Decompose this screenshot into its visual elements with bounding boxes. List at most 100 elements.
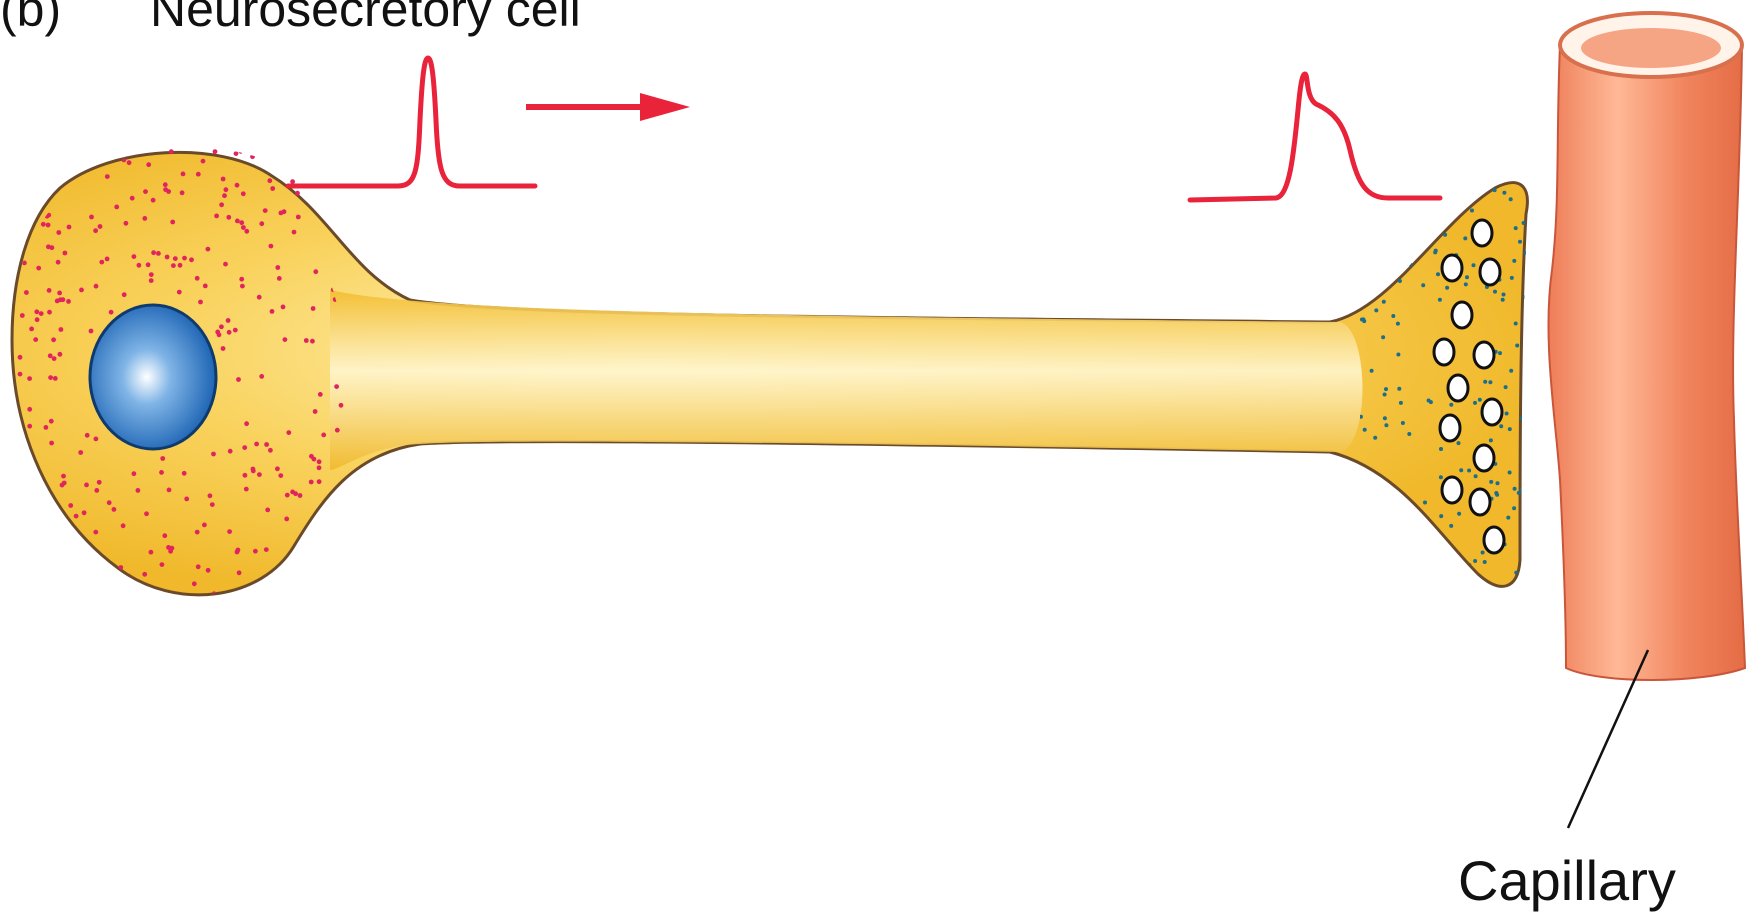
terminal-granule — [1379, 184, 1383, 188]
cytoplasm-granule — [340, 600, 345, 605]
cytoplasm-granule — [263, 208, 268, 213]
capillary-lumen — [1581, 28, 1721, 68]
cytoplasm-granule — [18, 372, 23, 377]
terminal-granule — [1473, 559, 1477, 563]
terminal-granule — [1436, 272, 1440, 276]
cytoplasm-granule — [277, 276, 282, 281]
terminal-granule — [1502, 293, 1506, 297]
terminal-granule — [1384, 423, 1388, 427]
secretory-vesicle — [1472, 220, 1492, 246]
terminal-granule — [1375, 556, 1379, 560]
cytoplasm-granule — [105, 174, 110, 179]
cytoplasm-granule — [299, 161, 304, 166]
terminal-granule — [1498, 351, 1502, 355]
cytoplasm-granule — [32, 510, 37, 515]
terminal-granule — [1374, 483, 1378, 487]
cytoplasm-granule — [47, 310, 52, 315]
cytoplasm-granule — [210, 502, 215, 507]
terminal-granule — [1439, 514, 1443, 518]
terminal-granule — [1421, 283, 1425, 287]
cytoplasm-granule — [180, 190, 185, 195]
terminal-granule — [1440, 182, 1444, 186]
cytoplasm-granule — [295, 605, 300, 610]
terminal-granule — [1512, 506, 1516, 510]
cytoplasm-granule — [270, 186, 275, 191]
cytoplasm-granule — [259, 374, 264, 379]
cytoplasm-granule — [257, 472, 262, 477]
terminal-granule — [1449, 524, 1453, 528]
cytoplasm-granule — [239, 220, 244, 225]
terminal-granule — [1522, 221, 1526, 225]
cytoplasm-granule — [151, 198, 156, 203]
cytoplasm-granule — [241, 191, 246, 196]
cytoplasm-granule — [29, 327, 34, 332]
cytoplasm-granule — [27, 376, 32, 381]
cytoplasm-granule — [156, 251, 161, 256]
cytoplasm-granule — [93, 582, 98, 587]
terminal-granule — [1438, 298, 1442, 302]
cytoplasm-granule — [202, 523, 207, 528]
cytoplasm-granule — [109, 310, 114, 315]
cytoplasm-granule — [177, 290, 182, 295]
cytoplasm-granule — [226, 318, 231, 323]
cytoplasm-granule — [24, 290, 29, 295]
cytoplasm-granule — [221, 346, 226, 351]
cytoplasm-granule — [27, 424, 32, 429]
secretory-vesicle — [1474, 445, 1494, 471]
cytoplasm-granule — [242, 445, 247, 450]
terminal-granule — [1439, 475, 1443, 479]
terminal-granule — [1515, 344, 1519, 348]
cytoplasm-granule — [324, 543, 329, 548]
cytoplasm-granule — [44, 425, 49, 430]
terminal-granule — [1478, 398, 1482, 402]
terminal-granule — [1496, 481, 1500, 485]
terminal-granule — [1433, 250, 1437, 254]
terminal-granule — [1464, 282, 1468, 286]
cytoplasm-granule — [282, 209, 287, 214]
cytoplasm-granule — [341, 150, 346, 155]
cytoplasm-granule — [79, 288, 84, 293]
cytoplasm-granule — [114, 205, 119, 210]
cytoplasm-granule — [172, 603, 177, 608]
cytoplasm-granule — [336, 515, 341, 520]
terminal-granule — [1506, 516, 1510, 520]
terminal-granule — [1520, 416, 1524, 420]
cytoplasm-granule — [254, 442, 259, 447]
cytoplasm-granule — [51, 337, 56, 342]
cytoplasm-granule — [301, 593, 306, 598]
terminal-granule — [1370, 369, 1374, 373]
terminal-granule — [1376, 185, 1380, 189]
terminal-granule — [1404, 508, 1408, 512]
terminal-granule — [1465, 275, 1469, 279]
terminal-granule — [1443, 233, 1447, 237]
terminal-granule — [1523, 295, 1527, 299]
cytoplasm-granule — [182, 471, 187, 476]
cytoplasm-granule — [22, 158, 27, 163]
cytoplasm-granule — [182, 256, 187, 261]
terminal-granule — [1489, 480, 1493, 484]
cytoplasm-granule — [228, 449, 233, 454]
cytoplasm-granule — [116, 584, 121, 589]
terminal-granule — [1429, 225, 1433, 229]
cytoplasm-granule — [132, 597, 137, 602]
cytoplasm-granule — [243, 473, 248, 478]
terminal-granule — [1474, 474, 1478, 478]
cytoplasm-granule — [304, 338, 309, 343]
cytoplasm-granule — [170, 220, 175, 225]
cytoplasm-granule — [46, 223, 51, 228]
right-arrow-icon — [526, 93, 690, 121]
cytoplasm-granule — [24, 232, 29, 237]
cytoplasm-granule — [331, 148, 336, 153]
cytoplasm-granule — [85, 433, 90, 438]
cytoplasm-granule — [269, 244, 274, 249]
cytoplasm-granule — [49, 419, 54, 424]
terminal-granule — [1402, 532, 1406, 536]
cytoplasm-granule — [122, 292, 127, 297]
cytoplasm-granule — [291, 601, 296, 606]
terminal-granule — [1387, 518, 1391, 522]
terminal-granule — [1420, 213, 1424, 217]
cytoplasm-granule — [170, 546, 175, 551]
terminal-granule — [1457, 441, 1461, 445]
cytoplasm-granule — [57, 291, 62, 296]
cytoplasm-granule — [66, 299, 71, 304]
